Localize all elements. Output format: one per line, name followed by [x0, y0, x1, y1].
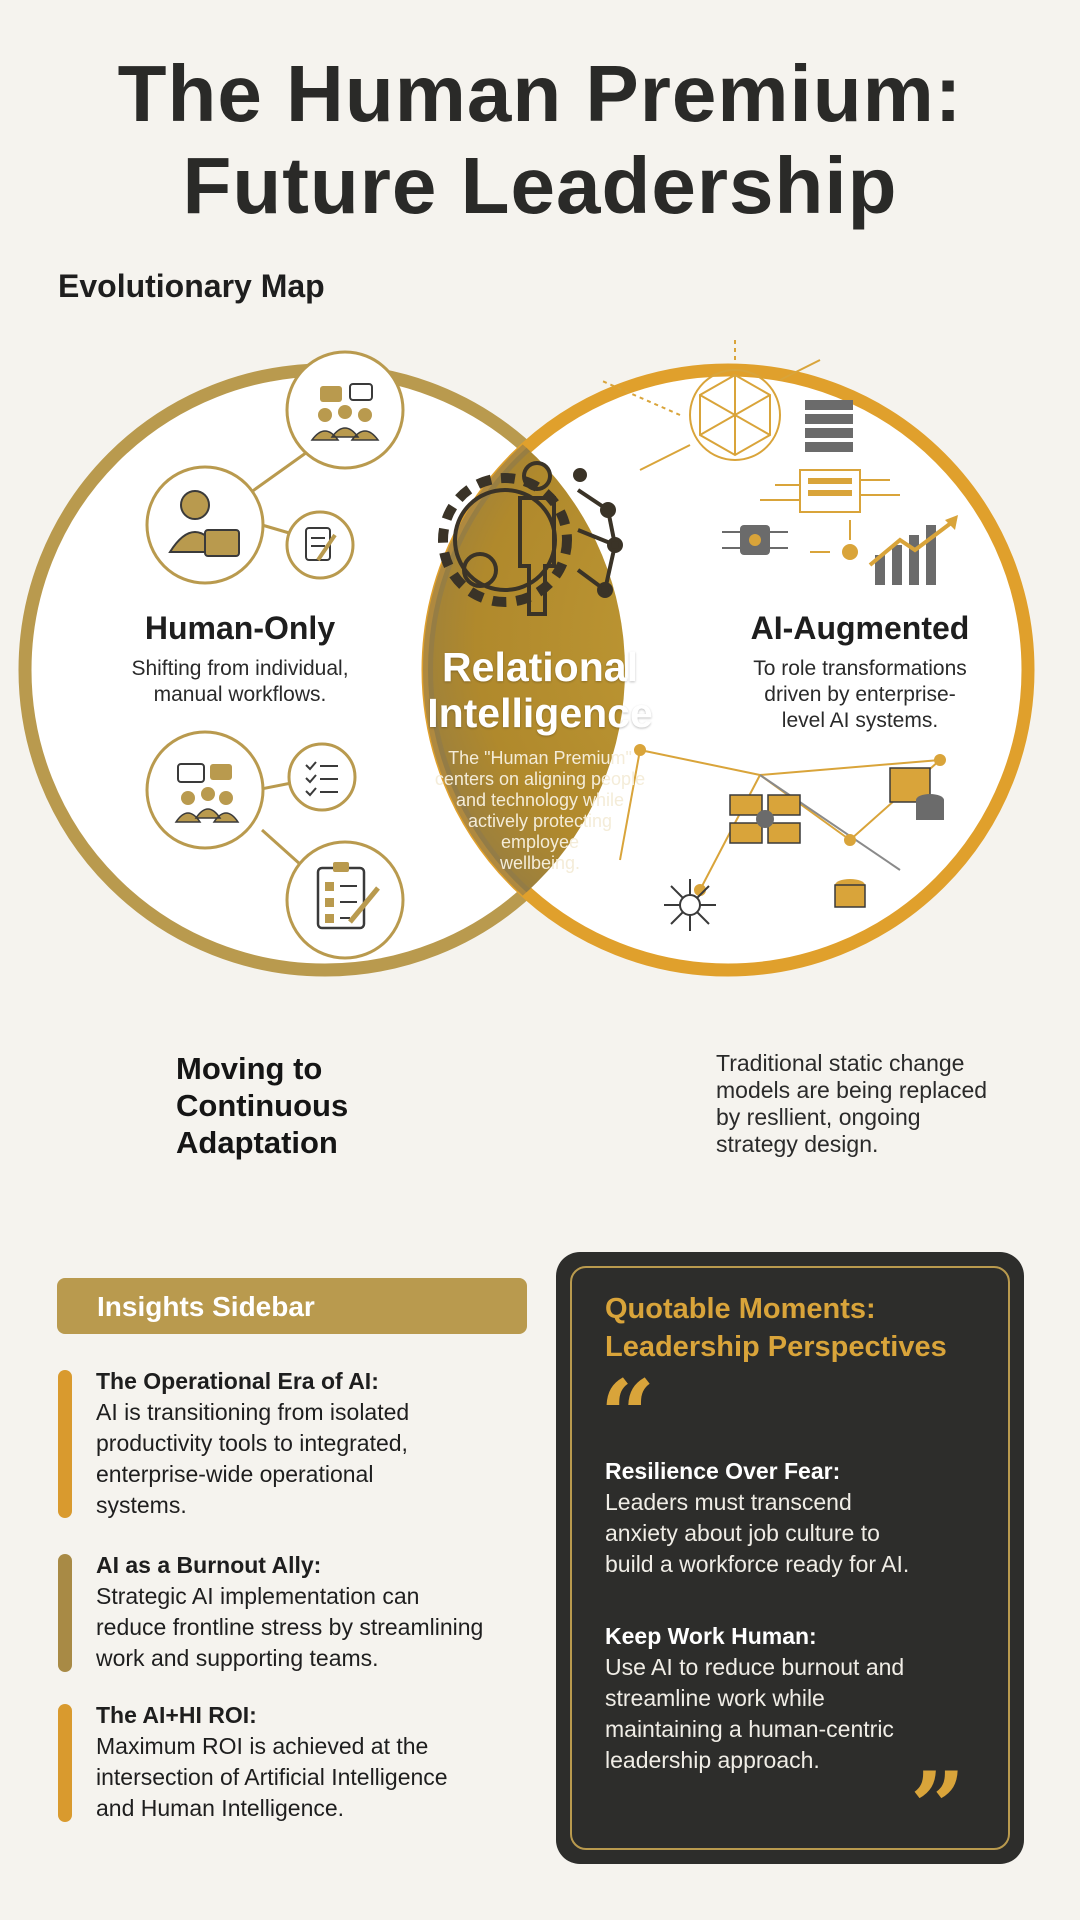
ai-augmented-title: AI-Augmented	[750, 610, 970, 646]
center-desc-line: The "Human Premium"	[448, 748, 632, 768]
relational-intelligence-title: Relational Intelligence	[380, 644, 700, 736]
insight-line: AI is transitioning from isolated	[96, 1399, 410, 1425]
open-quote-icon: “	[600, 1359, 656, 1472]
insights-sidebar-title: Insights Sidebar	[97, 1291, 315, 1322]
insight-line: productivity tools to integrated,	[96, 1430, 408, 1456]
quote-line: maintaining a human-centric	[605, 1716, 894, 1742]
quote-card-border	[570, 1266, 1010, 1850]
traditional-line: strategy design.	[716, 1131, 879, 1157]
insight-accent-bar	[58, 1554, 72, 1672]
ai-augmented-desc-line: To role transformations	[753, 657, 967, 680]
center-desc-line: employee	[500, 832, 580, 852]
insight-title: AI as a Burnout Ally:	[96, 1552, 322, 1578]
insight-line: Maximum ROI is achieved at the	[96, 1733, 429, 1759]
center-title-line: Intelligence	[427, 690, 653, 736]
evolutionary-map-label: Evolutionary Map	[58, 268, 325, 304]
relational-intelligence-desc: The "Human Premium" centers on aligning …	[400, 748, 680, 874]
quote-item: Resilience Over Fear: Leaders must trans…	[605, 1455, 1005, 1580]
gear-person-icon	[438, 461, 623, 616]
insight-title: The AI+HI ROI:	[96, 1702, 257, 1728]
traditional-line: by resllient, ongoing	[716, 1104, 921, 1130]
moving-line: Moving to	[176, 1051, 323, 1086]
neural-chip-icon	[722, 525, 788, 555]
bar-chart-growth-icon	[868, 515, 958, 585]
insight-line: and Human Intelligence.	[96, 1795, 345, 1821]
worker-briefcase-icon	[145, 465, 265, 585]
quote-title: Resilience Over Fear:	[605, 1458, 841, 1484]
human-only-title: Human-Only	[144, 610, 336, 646]
quote-heading-line: Quotable Moments:	[605, 1293, 876, 1325]
quote-title: Keep Work Human:	[605, 1623, 817, 1649]
insight-text: The AI+HI ROI: Maximum ROI is achieved a…	[96, 1700, 546, 1824]
meeting-icon	[145, 730, 265, 850]
center-desc-line: and technology while	[455, 790, 625, 810]
venn-diagram	[18, 340, 1035, 977]
insight-accent-bar	[58, 1370, 72, 1518]
quote-item: Keep Work Human: Use AI to reduce burnou…	[605, 1620, 1005, 1776]
moving-line: Continuous	[176, 1088, 349, 1123]
server-icon	[805, 400, 853, 452]
title-line-2: Future Leadership	[182, 141, 898, 230]
insight-line: systems.	[96, 1492, 187, 1518]
human-only-desc-line: manual workflows.	[153, 683, 327, 706]
traditional-line: models are being replaced	[716, 1077, 988, 1103]
title-line-1: The Human Premium:	[117, 49, 963, 138]
database-icon	[834, 767, 944, 908]
quote-line: build a workforce ready for AI.	[605, 1551, 910, 1577]
task-list-icon	[285, 840, 405, 960]
ai-augmented-desc: To role transformations driven by enterp…	[715, 656, 1005, 734]
quote-line: anxiety about job culture to	[605, 1520, 880, 1546]
insight-accent-bar	[58, 1704, 72, 1822]
center-desc-line: centers on aligning people	[434, 769, 646, 789]
quote-heading-line: Leadership Perspectives	[605, 1331, 947, 1363]
human-only-desc: Shifting from individual, manual workflo…	[80, 656, 400, 708]
continuous-adaptation-heading: Moving to Continuous Adaptation	[176, 1050, 496, 1161]
insight-line: intersection of Artificial Intelligence	[96, 1764, 448, 1790]
traditional-models-text: Traditional static change models are bei…	[716, 1050, 1046, 1158]
quote-line: streamline work while	[605, 1685, 825, 1711]
traditional-line: Traditional static change	[716, 1050, 965, 1076]
quotable-moments-heading: Quotable Moments: Leadership Perspective…	[605, 1290, 1005, 1366]
insight-item: The Operational Era of AI: AI is transit…	[58, 1366, 538, 1518]
neural-burst-icon	[664, 879, 716, 931]
moving-line: Adaptation	[176, 1125, 338, 1160]
insights-sidebar-header: Insights Sidebar	[57, 1278, 527, 1334]
center-desc-line: wellbeing.	[499, 853, 581, 873]
human-only-desc-line: Shifting from individual,	[131, 657, 349, 680]
insight-line: reduce frontline stress by streamlining	[96, 1614, 484, 1640]
insight-text: AI as a Burnout Ally: Strategic AI imple…	[96, 1550, 546, 1674]
process-flow-icon	[729, 794, 801, 844]
team-chat-icon	[285, 350, 405, 470]
checklist-icon	[287, 742, 357, 812]
insight-line: enterprise-wide operational	[96, 1461, 374, 1487]
circuit-chip-icon	[760, 469, 900, 513]
insight-line: work and supporting teams.	[96, 1645, 379, 1671]
insight-item: The AI+HI ROI: Maximum ROI is achieved a…	[58, 1700, 538, 1830]
page-title: The Human Premium: Future Leadership	[0, 48, 1080, 232]
insight-line: Strategic AI implementation can	[96, 1583, 420, 1609]
insight-title: The Operational Era of AI:	[96, 1368, 379, 1394]
center-desc-line: actively protecting	[467, 811, 613, 831]
cloud-icon	[810, 520, 858, 560]
close-quote-icon: ”	[910, 1751, 966, 1864]
ai-augmented-desc-line: driven by enterprise-	[764, 683, 956, 706]
insight-item: AI as a Burnout Ally: Strategic AI imple…	[58, 1550, 538, 1672]
ai-network-icon	[599, 340, 821, 471]
clipboard-icon	[285, 510, 355, 580]
center-title-line: Relational	[442, 644, 638, 690]
relational-lens	[428, 370, 625, 970]
insight-text: The Operational Era of AI: AI is transit…	[96, 1366, 546, 1521]
quote-line: leadership approach.	[605, 1747, 820, 1773]
quote-line: Use AI to reduce burnout and	[605, 1654, 905, 1680]
ai-augmented-desc-line: level AI systems.	[781, 709, 939, 732]
quotable-moments-card	[556, 1252, 1024, 1864]
quote-line: Leaders must transcend	[605, 1489, 852, 1515]
